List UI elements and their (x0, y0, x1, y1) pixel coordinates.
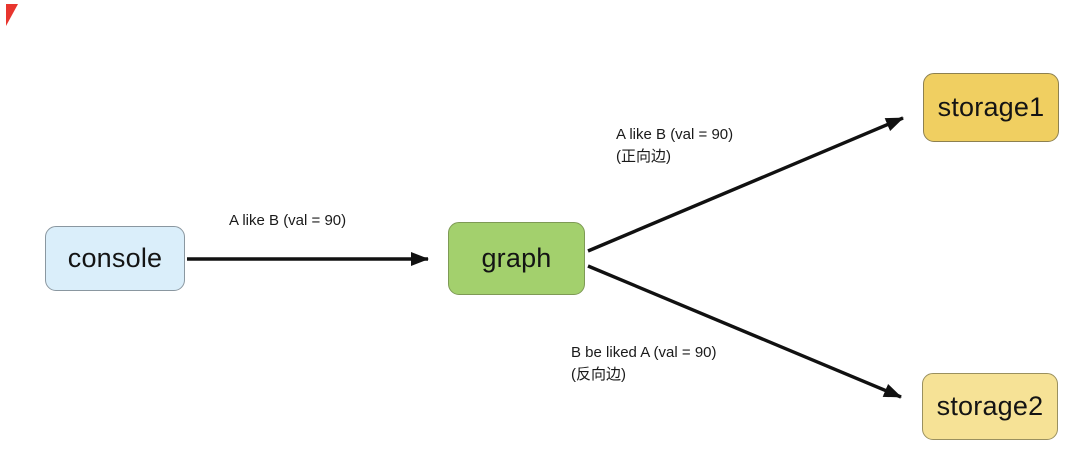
red-corner-marker (6, 4, 18, 26)
node-console[interactable]: console (45, 226, 185, 291)
node-graph-label: graph (481, 243, 552, 273)
edge-label-text: A like B (val = 90) (616, 126, 734, 143)
node-console-label: console (67, 243, 163, 273)
edge-label-text: A like B (val = 90) (229, 212, 347, 229)
edge-label-console-graph: A like B (val = 90) (229, 210, 346, 232)
node-storage2-label: storage2 (936, 391, 1044, 421)
edge-sublabel-text: (正向边) (616, 148, 671, 165)
node-storage2[interactable]: storage2 (922, 373, 1058, 440)
edge-label-graph-storage1: A like B (val = 90) (正向边) (616, 124, 733, 168)
edge-sublabel-text: (反向边) (571, 366, 626, 383)
edge-label-text: B be liked A (val = 90) (571, 344, 717, 361)
node-storage1[interactable]: storage1 (923, 73, 1059, 142)
node-graph[interactable]: graph (448, 222, 585, 295)
edge-label-graph-storage2: B be liked A (val = 90) (反向边) (571, 342, 717, 386)
node-storage1-label: storage1 (937, 92, 1045, 122)
